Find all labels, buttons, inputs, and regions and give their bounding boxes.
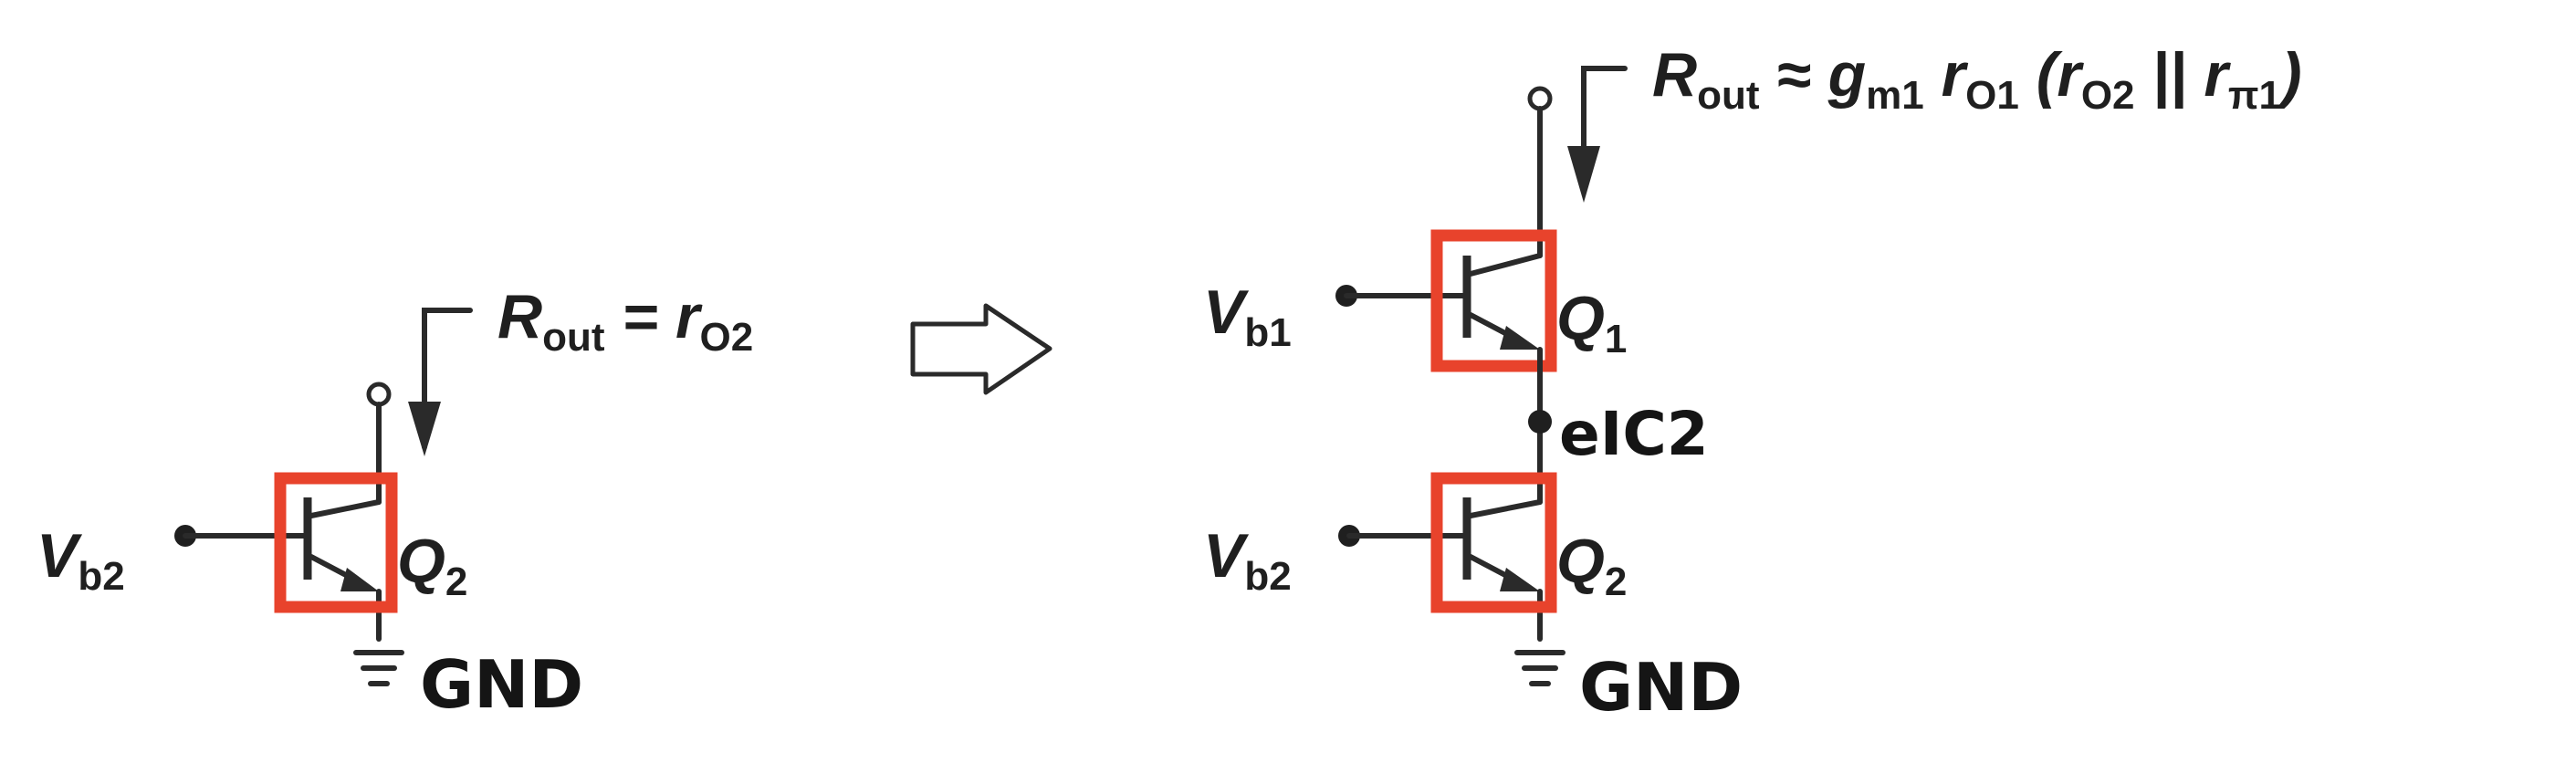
right-q2-collector (1468, 499, 1543, 518)
right-vb2-label: Vb2 (1203, 521, 1292, 599)
right-q1-emitter-arrow-icon (1500, 326, 1540, 350)
left-gnd-label: GND (420, 646, 583, 723)
right-output-terminal (1527, 86, 1553, 111)
left-rout-arrowhead (408, 402, 441, 456)
left-q2-collector (309, 499, 382, 518)
left-ground-icon (353, 650, 404, 686)
right-q2-highlight-box (1430, 472, 1557, 613)
right-rout-arrowhead (1567, 146, 1600, 203)
right-gnd-label: GND (1579, 649, 1743, 726)
left-rout-text: Rout = rO2 (497, 282, 753, 360)
right-ground-icon (1514, 650, 1565, 686)
left-vb2-label: Vb2 (37, 521, 125, 599)
right-q1-label: Q1 (1556, 284, 1627, 361)
right-vb1-label: Vb1 (1203, 277, 1292, 355)
left-circuit: Rout = rO2 Vb2 Q2 GND (37, 282, 753, 723)
right-q2-label: Q2 (1556, 527, 1627, 604)
right-rout-formula: Rout ≈ gm1 rO1 (rO2 || rπ1) (1652, 40, 2302, 118)
left-q2-highlight-box (274, 472, 398, 613)
left-transistor-q2 (303, 497, 382, 642)
left-output-terminal (366, 382, 392, 407)
right-transistor-q2 (1462, 497, 1543, 642)
left-q2-emitter-arrow-icon (340, 568, 379, 591)
right-circuit: Rout ≈ gm1 rO1 (rO2 || rπ1) Vb1 Q1 eIC2 … (1203, 40, 2302, 726)
transform-arrow-icon (910, 303, 1052, 395)
right-q2-emitter-arrow-icon (1500, 568, 1540, 591)
left-q2-label: Q2 (397, 527, 467, 604)
right-q1-collector (1468, 253, 1543, 277)
right-mid-node-note: eIC2 (1559, 399, 1709, 469)
right-transistor-q1 (1462, 253, 1543, 350)
right-mid-node (1528, 410, 1552, 434)
right-q1-highlight-box (1430, 229, 1557, 372)
